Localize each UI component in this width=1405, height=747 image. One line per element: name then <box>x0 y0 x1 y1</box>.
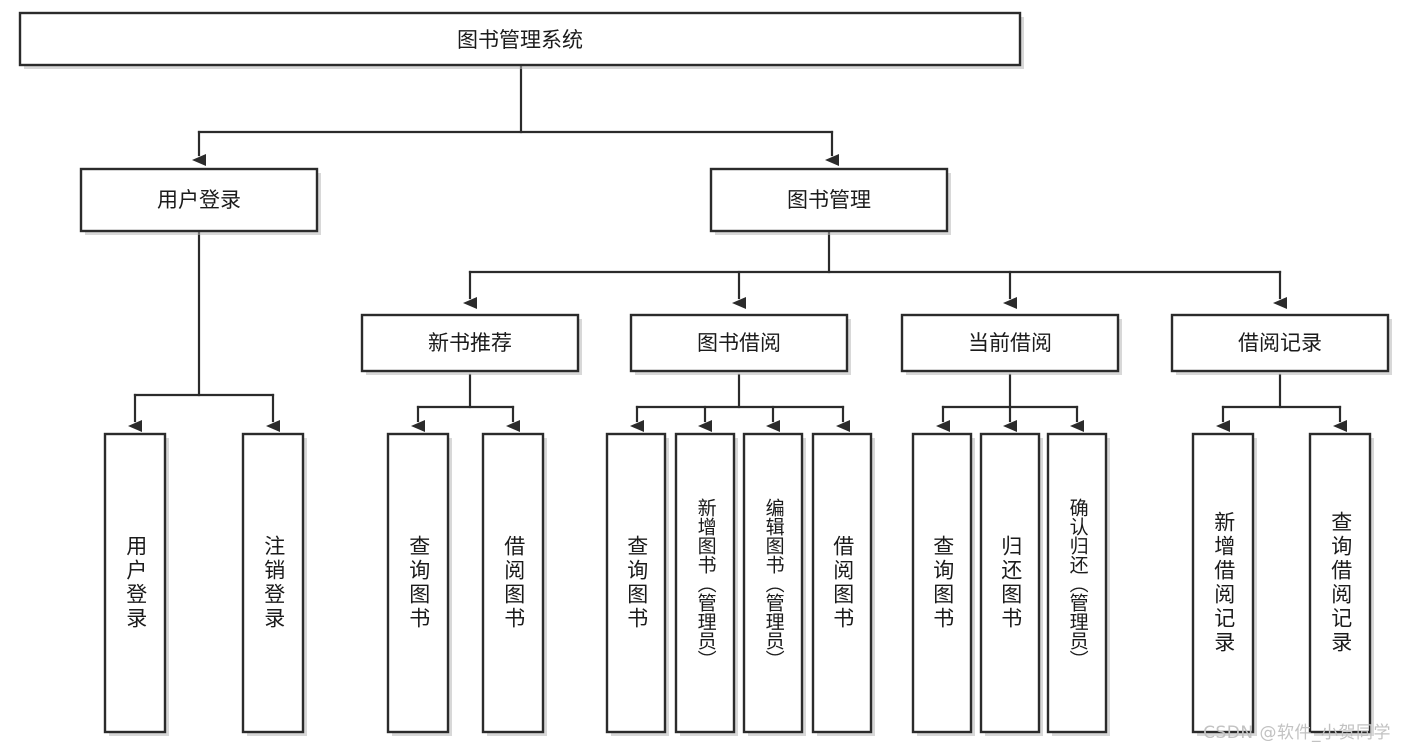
leaf-label-query-borrow-record: 查询借阅记录 <box>1328 511 1353 655</box>
leaf-box-logout-login[interactable] <box>241 432 307 736</box>
leaf-box-query-book-1[interactable] <box>386 432 452 736</box>
node-book-management-label: 图书管理 <box>787 188 871 212</box>
connector-borrowrecord-to-leaves <box>1216 373 1347 432</box>
connector-newbook-to-leaves <box>411 373 520 432</box>
leaf-label-user-login: 用户登录 <box>123 535 148 631</box>
leaf-box-return-book[interactable] <box>979 432 1043 736</box>
leaf-box-confirm-return-admin[interactable] <box>1046 432 1110 736</box>
node-book-borrow-label: 图书借阅 <box>697 331 781 355</box>
connector-bookmgmt-to-level3 <box>463 231 1287 309</box>
leaf-box-query-borrow-record[interactable] <box>1308 432 1374 736</box>
connector-root-to-level2 <box>192 65 839 166</box>
leaf-label-confirm-return-admin: 确认归还（管理员） <box>1066 497 1089 669</box>
leaf-box-add-book-admin[interactable] <box>674 432 738 736</box>
node-book-borrow[interactable]: 图书借阅 <box>629 313 851 375</box>
connector-bookborrow-to-leaves <box>630 373 850 432</box>
leaf-box-borrow-book-1[interactable] <box>481 432 547 736</box>
watermark-text: CSDN @软件_小贺同学 <box>1203 723 1391 743</box>
leaf-label-logout-login: 注销登录 <box>261 535 286 631</box>
node-borrow-record[interactable]: 借阅记录 <box>1170 313 1392 375</box>
leaf-label-borrow-book-2: 借阅图书 <box>830 535 855 631</box>
connector-userlogin-to-leaves <box>128 231 280 432</box>
leaf-label-query-book-2: 查询图书 <box>624 535 649 631</box>
node-user-login[interactable]: 用户登录 <box>79 167 321 235</box>
node-borrow-record-label: 借阅记录 <box>1238 331 1322 355</box>
leaf-box-query-book-2[interactable] <box>605 432 669 736</box>
leaf-label-borrow-book-1: 借阅图书 <box>501 535 526 631</box>
leaf-box-query-book-3[interactable] <box>911 432 975 736</box>
leaf-label-query-book-1: 查询图书 <box>406 535 431 631</box>
leaf-label-add-book-admin: 新增图书（管理员） <box>694 497 717 669</box>
leaf-label-return-book: 归还图书 <box>998 535 1023 631</box>
node-new-book-recommend-label: 新书推荐 <box>428 331 512 355</box>
node-root[interactable]: 图书管理系统 <box>18 11 1024 69</box>
node-root-label: 图书管理系统 <box>457 28 583 52</box>
leaf-label-add-borrow-record: 新增借阅记录 <box>1211 511 1236 655</box>
connector-currentborrow-to-leaves <box>936 373 1084 432</box>
leaf-label-query-book-3: 查询图书 <box>930 535 955 631</box>
node-current-borrow-label: 当前借阅 <box>968 331 1052 355</box>
leaf-label-edit-book-admin: 编辑图书（管理员） <box>762 497 785 669</box>
leaf-box-borrow-book-2[interactable] <box>811 432 875 736</box>
leaf-box-user-login[interactable] <box>103 432 169 736</box>
node-user-login-label: 用户登录 <box>157 188 241 212</box>
node-book-management[interactable]: 图书管理 <box>709 167 951 235</box>
leaf-box-edit-book-admin[interactable] <box>742 432 806 736</box>
node-current-borrow[interactable]: 当前借阅 <box>900 313 1122 375</box>
node-new-book-recommend[interactable]: 新书推荐 <box>360 313 582 375</box>
leaf-box-add-borrow-record[interactable] <box>1191 432 1257 736</box>
